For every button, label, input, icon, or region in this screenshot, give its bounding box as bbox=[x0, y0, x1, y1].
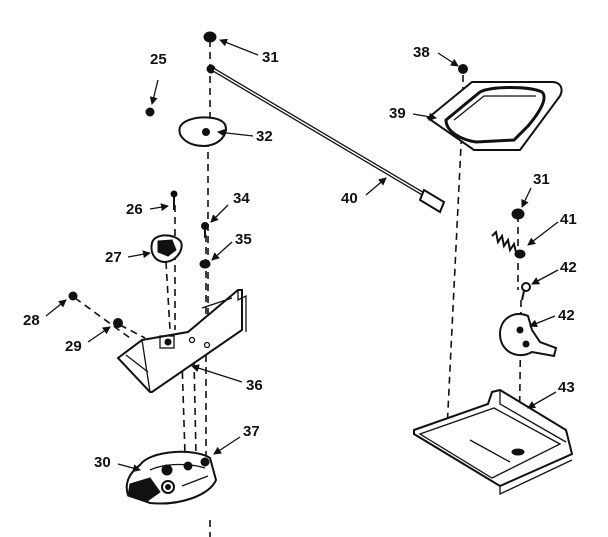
label-part-27: 27 bbox=[105, 249, 122, 266]
part-31-top-nut bbox=[203, 31, 217, 43]
label-part-31-right: 31 bbox=[533, 171, 550, 188]
part-29-nut bbox=[113, 318, 123, 328]
label-part-40: 41 bbox=[560, 211, 577, 228]
label-part-43: 43 bbox=[558, 379, 575, 396]
label-part-25: 25 bbox=[150, 51, 167, 68]
label-part-36: 37 bbox=[243, 423, 260, 440]
part-37-screw bbox=[458, 64, 468, 74]
part-26-screw bbox=[170, 190, 178, 210]
part-28-screw bbox=[68, 291, 78, 301]
label-part-42: 42 bbox=[558, 307, 575, 324]
label-part-32: 32 bbox=[256, 128, 273, 145]
part-36-motor-housing bbox=[125, 450, 218, 505]
part-27-switch bbox=[150, 234, 183, 264]
label-part-34: 35 bbox=[235, 231, 252, 248]
label-part-33: 34 bbox=[233, 190, 250, 207]
leader-arrows bbox=[45, 38, 559, 473]
part-35-bracket bbox=[116, 289, 247, 393]
label-part-39: 40 bbox=[341, 190, 358, 207]
label-part-41: 42 bbox=[560, 259, 577, 276]
label-part-37: 38 bbox=[413, 44, 430, 61]
part-39-rod bbox=[206, 64, 446, 214]
part-labels: 31 25 32 26 34 35 27 28 29 36 37 30 38 3… bbox=[23, 44, 577, 471]
part-33-screw bbox=[201, 222, 209, 238]
part-25-screw bbox=[145, 107, 155, 117]
part-38-gasket bbox=[426, 81, 563, 151]
label-part-30: 30 bbox=[94, 454, 111, 471]
label-part-31-top: 31 bbox=[262, 49, 279, 66]
part-31-right-nut bbox=[511, 208, 525, 220]
label-part-28: 28 bbox=[23, 312, 40, 329]
part-40-spring bbox=[491, 229, 526, 259]
label-part-38: 39 bbox=[389, 105, 406, 122]
label-part-35: 36 bbox=[246, 377, 263, 394]
part-41-pin bbox=[521, 282, 531, 301]
part-32-cam bbox=[178, 116, 227, 148]
part-34-nut bbox=[199, 259, 211, 269]
part-43-tray bbox=[413, 388, 574, 496]
label-part-26: 26 bbox=[126, 201, 143, 218]
label-part-29: 29 bbox=[65, 338, 82, 355]
part-42-lever bbox=[498, 313, 558, 358]
